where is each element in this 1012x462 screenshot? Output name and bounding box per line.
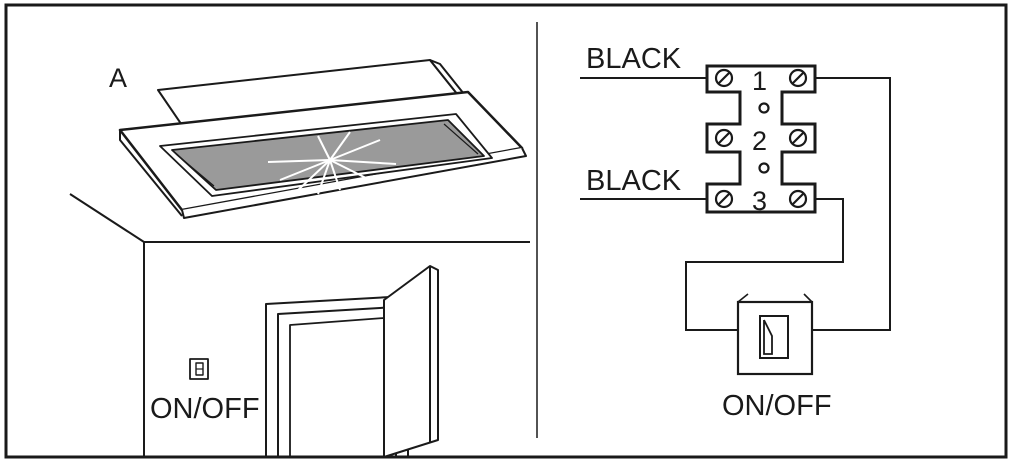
range-hood	[118, 59, 527, 219]
terminal-number-1: 1	[752, 66, 767, 96]
wire-top-label: BLACK	[586, 43, 682, 75]
left-switch-label: ON/OFF	[150, 393, 260, 425]
screw-icon	[714, 68, 734, 88]
terminal-number-3: 3	[752, 186, 767, 216]
wire-bottom-label: BLACK	[586, 165, 682, 197]
screw-icon	[788, 189, 808, 209]
bridge-dot	[758, 102, 770, 114]
terminal-number-2: 2	[752, 126, 767, 156]
room-walls	[69, 193, 530, 457]
rocker-switch-icon	[736, 293, 814, 376]
screw-icon	[714, 128, 734, 148]
terminal-screws	[714, 68, 808, 209]
light-burst-icon	[267, 131, 397, 195]
screw-icon	[714, 189, 734, 209]
door	[265, 265, 439, 458]
right-switch-label: ON/OFF	[722, 390, 832, 422]
label-a: A	[109, 63, 127, 93]
screw-icon	[788, 128, 808, 148]
terminal-block	[705, 64, 817, 214]
left-panel	[69, 59, 530, 458]
outer-frame	[4, 3, 1008, 459]
wiring	[580, 77, 891, 331]
bridge-dot	[758, 162, 770, 174]
wall-switch-icon	[189, 358, 209, 380]
screw-icon	[788, 68, 808, 88]
right-panel	[580, 64, 891, 376]
